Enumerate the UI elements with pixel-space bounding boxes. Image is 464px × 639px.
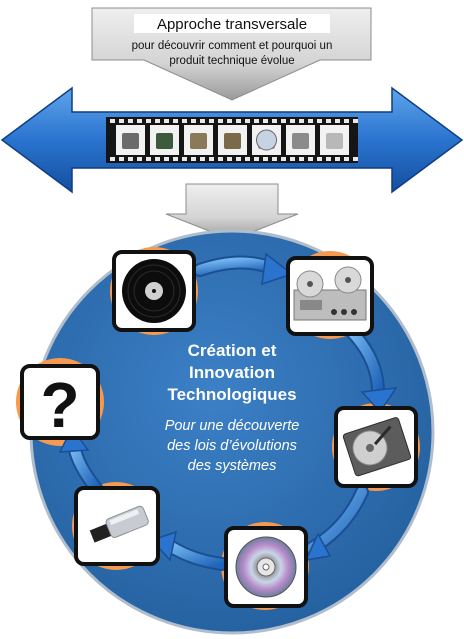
center-title-line2: Innovation [189, 363, 275, 382]
film-hole [119, 157, 124, 161]
film-hole [299, 157, 304, 161]
film-hole [110, 157, 115, 161]
film-hole [146, 157, 151, 161]
question-mark-icon: ? [20, 364, 100, 441]
film-hole [326, 119, 331, 123]
film-hole [254, 119, 259, 123]
film-hole [317, 157, 322, 161]
cycle-arrow-3 [304, 485, 369, 561]
film-hole [218, 157, 223, 161]
film-hole [326, 157, 331, 161]
film-hole [299, 119, 304, 123]
film-hole [254, 157, 259, 161]
film-hole [128, 119, 133, 123]
tape-recorder-icon [286, 256, 374, 336]
film-hole [164, 119, 169, 123]
film-hole [281, 157, 286, 161]
film-holes-bottom [110, 157, 358, 161]
center-subtitle-line3: des systèmes [188, 458, 277, 474]
oscilloscope-frame [150, 125, 179, 155]
film-hole [272, 119, 277, 123]
film-hole [308, 119, 313, 123]
film-hole [137, 157, 142, 161]
center-subtitle: Pour une découverte des lois d’évolution… [165, 418, 300, 474]
down-arrow [165, 183, 299, 241]
film-hole [209, 157, 214, 161]
usb-key-icon [74, 486, 160, 566]
header-subtitle-line1: pour découvrir comment et pourquoi un [132, 40, 333, 52]
cycle-arrow-2 [345, 325, 398, 414]
film-hole [317, 119, 322, 123]
film-hole [335, 119, 340, 123]
header-title: Approche transversale [157, 16, 307, 33]
film-hole [263, 119, 268, 123]
film-hole [353, 157, 358, 161]
film-hole [290, 119, 295, 123]
vinyl-record-icon [112, 250, 196, 332]
film-hole [335, 157, 340, 161]
center-title-line3: Technologiques [167, 385, 296, 404]
film-hole [236, 119, 241, 123]
film-hole [173, 119, 178, 123]
hard-disk-icon [334, 406, 418, 488]
film-frames [116, 125, 349, 155]
film-hole [191, 119, 196, 123]
film-hole [182, 157, 187, 161]
film-hole [218, 119, 223, 123]
film-hole [272, 157, 277, 161]
cycle-arrows [58, 252, 398, 571]
film-hole [155, 157, 160, 161]
film-hole [119, 119, 124, 123]
film-hole [245, 157, 250, 161]
usb-key-frame [320, 125, 349, 155]
header-arrow: Approche transversale pour découvrir com… [91, 7, 372, 101]
film-hole [200, 157, 205, 161]
film-hole [137, 119, 142, 123]
center-subtitle-line1: Pour une découverte [165, 418, 300, 434]
film-hole [209, 119, 214, 123]
hard-disk-frame [286, 125, 315, 155]
compact-disc-icon [224, 526, 308, 608]
cycle-arrow-1 [193, 252, 294, 286]
tape-recorder-frame [116, 125, 145, 155]
film-hole [308, 157, 313, 161]
film-hole [281, 119, 286, 123]
film-hole [344, 157, 349, 161]
header-subtitle-line2: produit technique évolue [169, 55, 294, 67]
film-hole [173, 157, 178, 161]
film-hole [128, 157, 133, 161]
film-strip [106, 117, 358, 163]
processor-frame [218, 125, 247, 155]
film-hole [227, 157, 232, 161]
film-hole [164, 157, 169, 161]
disc-frame [252, 125, 281, 155]
film-hole [245, 119, 250, 123]
film-hole [146, 119, 151, 123]
film-hole [290, 157, 295, 161]
film-holes-top [110, 119, 358, 123]
film-hole [155, 119, 160, 123]
film-hole [236, 157, 241, 161]
film-hole [227, 119, 232, 123]
film-hole [182, 119, 187, 123]
film-hole [344, 119, 349, 123]
center-title-line1: Création et [188, 341, 277, 360]
film-hole [191, 157, 196, 161]
center-subtitle-line2: des lois d’évolutions [167, 438, 297, 454]
film-hole [353, 119, 358, 123]
film-hole [200, 119, 205, 123]
floppy-frame [184, 125, 213, 155]
film-hole [263, 157, 268, 161]
header-title-box [134, 14, 330, 33]
center-title: Création et Innovation Technologiques [167, 341, 296, 404]
film-hole [110, 119, 115, 123]
question-mark-symbol: ? [40, 369, 79, 441]
